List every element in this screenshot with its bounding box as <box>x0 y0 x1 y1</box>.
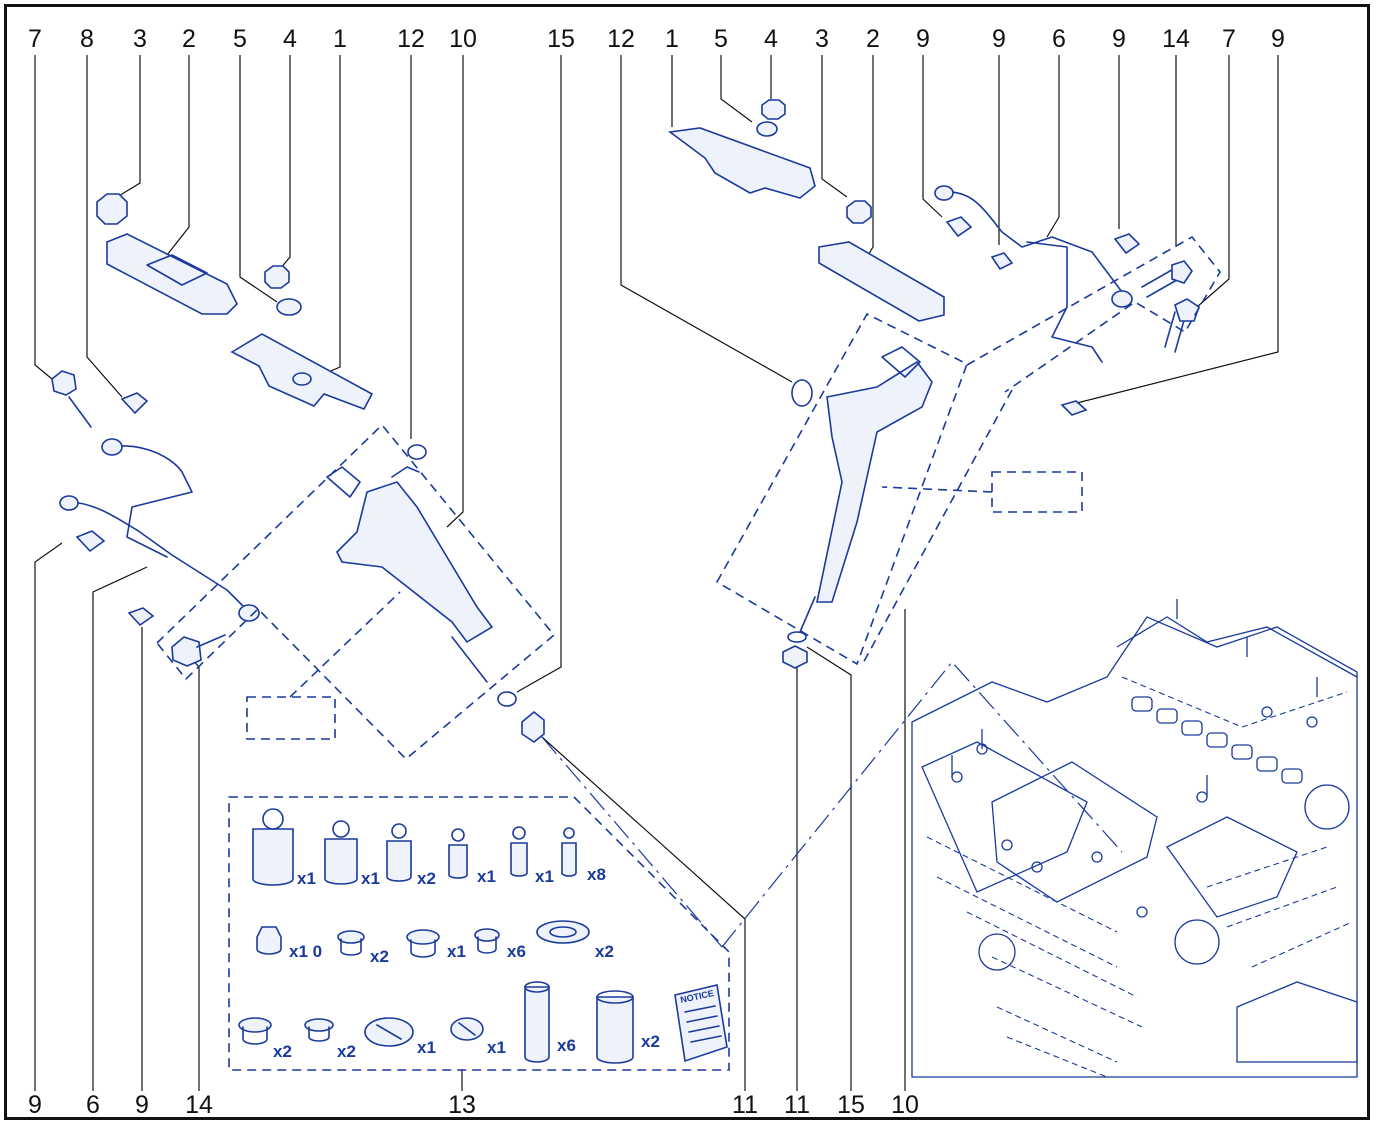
plug-icon <box>238 981 634 1064</box>
kit-qty-2-2: x2 <box>370 947 389 966</box>
callout-top-23: 9 <box>1271 25 1285 53</box>
bolt-icon <box>1164 311 1186 353</box>
callout-top-5: 5 <box>233 25 247 53</box>
leader-lines <box>34 55 1279 1091</box>
intake-manifold-icon <box>1131 696 1303 784</box>
repair-kit-box: x1 x1 x2 x1 x1 x8 x1 0 x2 x1 x6 x2 x2 x2 <box>228 796 730 1071</box>
kit-qty-2-1: x1 0 <box>289 942 322 961</box>
kit-qty-3-6: x2 <box>641 1032 660 1051</box>
bolt-icon <box>171 636 202 667</box>
washer-icon <box>276 298 302 316</box>
kit-qty-2-4: x6 <box>507 942 526 961</box>
callout-top-2: 8 <box>80 25 94 53</box>
kit-qty-1-3: x2 <box>417 869 436 888</box>
clip-icon <box>1060 400 1088 416</box>
callout-bottom-3: 9 <box>135 1091 149 1117</box>
right-injector-assembly <box>667 99 1221 669</box>
kit-qty-2-5: x2 <box>595 942 614 961</box>
kit-qty-1-6: x8 <box>587 865 606 884</box>
callout-top-16: 2 <box>866 25 880 53</box>
callout-top-17: 9 <box>916 25 930 53</box>
callout-bottom-9: 10 <box>891 1091 919 1117</box>
fuel-pipe-icon <box>111 445 193 558</box>
callout-bottom-6: 11 <box>732 1091 758 1117</box>
top-callouts: 7 8 3 2 5 4 1 12 10 15 12 1 5 4 3 2 9 9 … <box>28 25 1285 53</box>
callout-top-4: 2 <box>182 25 196 53</box>
clip-icon <box>75 530 106 553</box>
kit-qty-3-2: x2 <box>337 1042 356 1061</box>
callout-top-7: 1 <box>333 25 347 53</box>
exploded-parts-diagram: 7 8 3 2 5 4 1 12 10 15 12 1 5 4 3 2 9 9 … <box>28 25 1358 1117</box>
seal-icon <box>782 645 808 669</box>
callout-top-13: 5 <box>714 25 728 53</box>
callout-bottom-2: 6 <box>86 1091 100 1117</box>
kit-qty-1-2: x1 <box>361 869 380 888</box>
callout-top-11: 12 <box>607 25 635 53</box>
kit-qty-3-3: x1 <box>417 1038 436 1057</box>
callout-top-18: 9 <box>992 25 1006 53</box>
fuel-injector-icon <box>816 360 933 603</box>
kit-qty-3-4: x1 <box>487 1038 506 1057</box>
clip-icon <box>1113 233 1141 255</box>
callout-top-22: 7 <box>1222 25 1236 53</box>
injector-fork-icon <box>667 127 816 199</box>
callout-top-14: 4 <box>764 25 778 53</box>
callout-top-15: 3 <box>815 25 829 53</box>
o-ring-icon <box>791 379 813 407</box>
washer-icon <box>756 121 778 137</box>
left-injector-assembly <box>51 193 556 761</box>
callout-bottom-5: 13 <box>448 1091 476 1117</box>
clamp-plate-icon <box>818 241 945 322</box>
bolt-icon <box>51 370 77 396</box>
clip-icon <box>127 607 155 627</box>
callout-top-19: 6 <box>1052 25 1066 53</box>
callout-bottom-1: 9 <box>28 1091 42 1117</box>
kit-qty-1-1: x1 <box>297 869 316 888</box>
sleeve-icon <box>252 808 577 886</box>
notice-booklet-icon: NOTICE <box>674 984 728 1063</box>
clip-icon <box>120 392 149 415</box>
clip-icon <box>945 216 973 238</box>
nut-icon <box>761 99 786 120</box>
callout-top-9: 10 <box>449 25 477 53</box>
o-ring-icon <box>407 444 427 460</box>
kit-qty-1-4: x1 <box>477 867 496 886</box>
callout-top-12: 1 <box>665 25 679 53</box>
seal-icon <box>521 710 545 743</box>
kit-qty-3-5: x6 <box>557 1036 576 1055</box>
bottom-callouts: 9 6 9 14 13 11 11 15 10 <box>28 1091 919 1117</box>
kit-qty-3-1: x2 <box>273 1042 292 1061</box>
clip-icon <box>990 252 1014 271</box>
callout-bottom-7: 11 <box>784 1091 810 1117</box>
callout-top-21: 14 <box>1162 25 1190 53</box>
engine-block-illustration <box>911 599 1358 1078</box>
cap-icon <box>256 920 590 958</box>
callout-bottom-4: 14 <box>185 1091 213 1117</box>
callout-top-10: 15 <box>547 25 575 53</box>
clamp-plate-icon <box>106 233 238 315</box>
callout-top-1: 7 <box>28 25 42 53</box>
connector-lines <box>541 661 1123 948</box>
fuel-pipe-icon <box>941 191 1123 293</box>
kit-qty-1-5: x1 <box>535 867 554 886</box>
callout-top-8: 12 <box>397 25 425 53</box>
nut-icon <box>96 193 128 225</box>
diagram-frame: 7 8 3 2 5 4 1 12 10 15 12 1 5 4 3 2 9 9 … <box>4 4 1370 1120</box>
callout-top-3: 3 <box>133 25 147 53</box>
nut-icon <box>846 200 872 224</box>
callout-top-20: 9 <box>1112 25 1126 53</box>
callout-bottom-8: 15 <box>837 1091 865 1117</box>
nut-icon <box>264 265 290 289</box>
callout-top-6: 4 <box>283 25 297 53</box>
kit-qty-2-3: x1 <box>447 942 466 961</box>
fuel-injector-icon <box>336 481 494 644</box>
injector-fork-icon <box>230 333 374 410</box>
